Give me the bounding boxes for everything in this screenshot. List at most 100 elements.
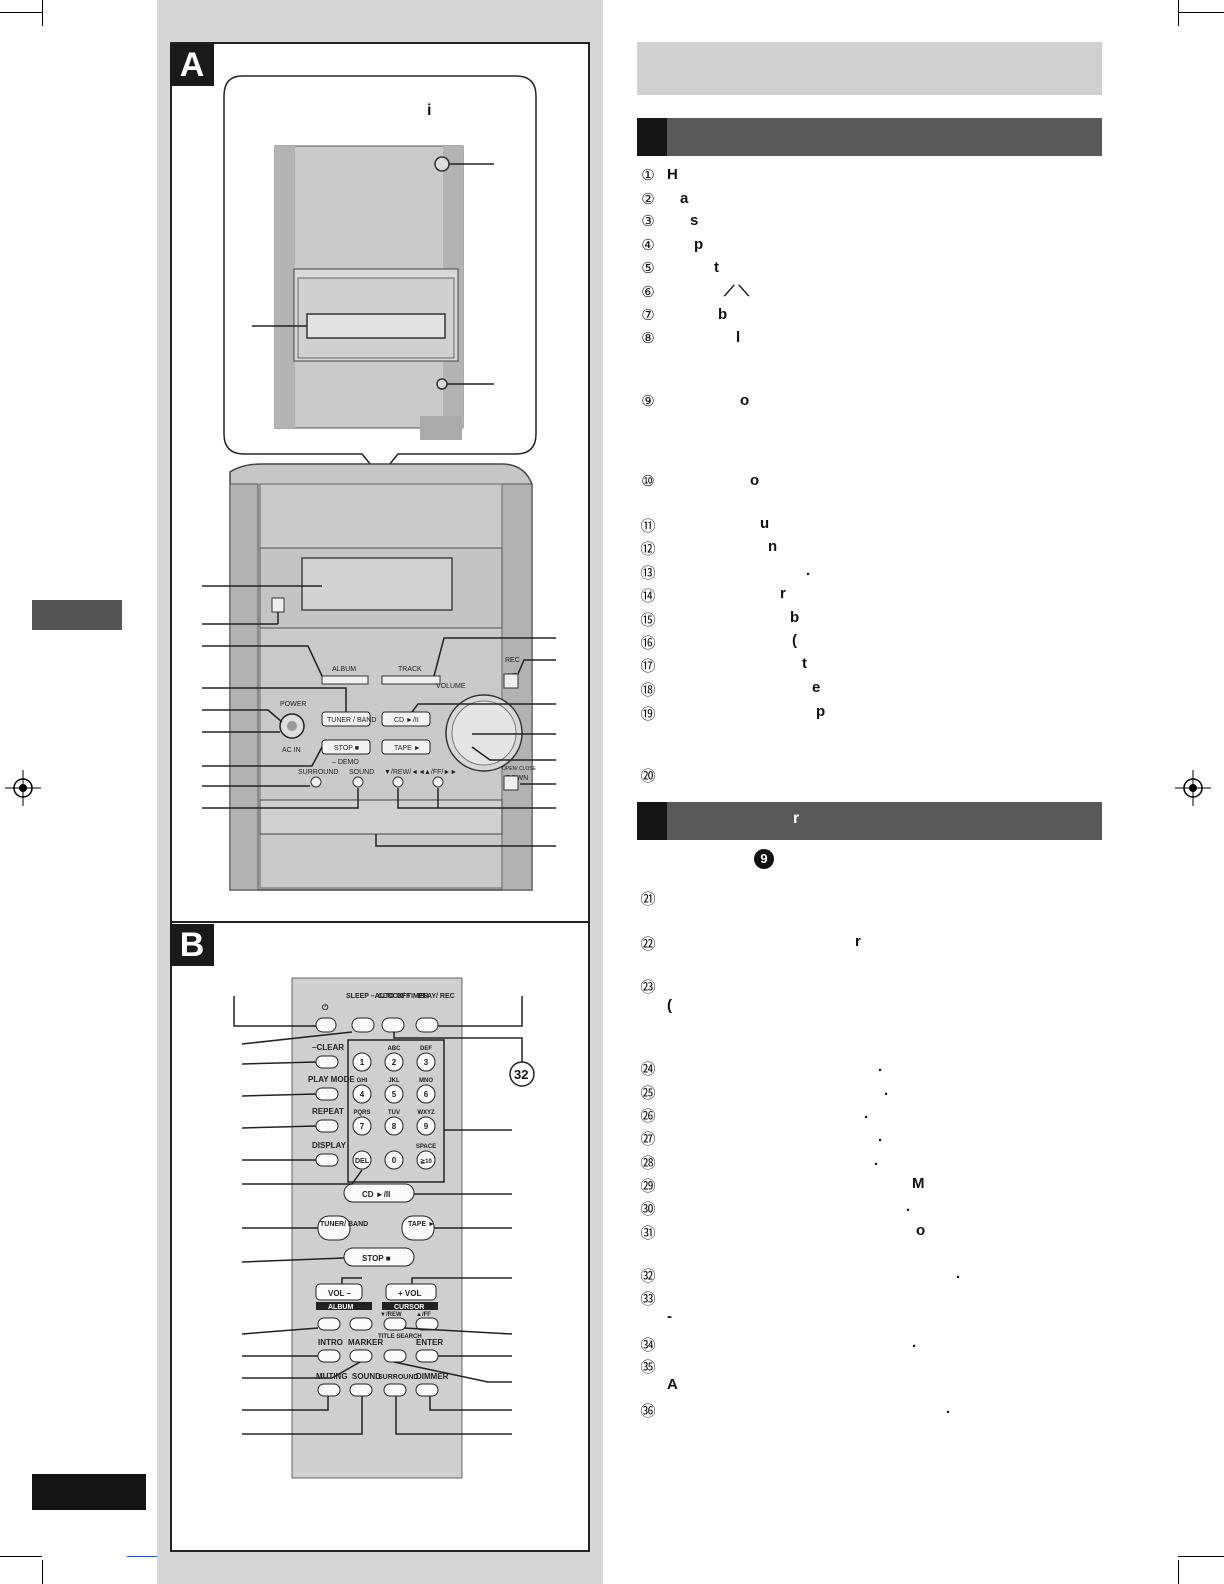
page-title-box xyxy=(637,42,1102,95)
svg-text:TAPE ►: TAPE ► xyxy=(408,1221,435,1228)
tape-play-button xyxy=(381,739,431,755)
keypad-key-label: 5 xyxy=(392,1090,397,1099)
remote-sleep-button xyxy=(351,1017,375,1033)
keypad-key-9[interactable] xyxy=(384,1150,404,1170)
keypad-key-label: ≧10 xyxy=(420,1159,432,1165)
remote-del-button xyxy=(352,1150,372,1170)
sidebar-tab xyxy=(32,600,122,630)
item-text: . xyxy=(912,1334,917,1351)
svg-text:TAPE ►: TAPE ► xyxy=(394,745,421,752)
item-text: . xyxy=(906,1198,911,1215)
item-text: a xyxy=(680,190,689,207)
item-text: o xyxy=(750,472,760,489)
disc-slot xyxy=(306,313,446,339)
svg-text:CURSOR: CURSOR xyxy=(394,1304,424,1311)
item-number: ⑦ xyxy=(641,306,655,324)
remote-intro-button xyxy=(317,1349,341,1363)
svg-text:▼/REW: ▼/REW xyxy=(380,1312,402,1318)
svg-text:SOUND: SOUND xyxy=(349,769,374,776)
keypad-key-4[interactable] xyxy=(384,1084,404,1104)
remote-clear-button xyxy=(315,1055,339,1069)
remote-sound-button xyxy=(349,1383,373,1397)
keypad-key-3[interactable] xyxy=(352,1084,372,1104)
keypad-key-2[interactable] xyxy=(416,1052,436,1072)
item-number: ⑫ xyxy=(640,540,656,558)
svg-text:DEL: DEL xyxy=(355,1158,370,1165)
remote-control-diagram: ⏻ SLEEP –AUTO OFF CLOCK/ TIMER PLAY/ REC… xyxy=(233,977,535,1479)
item-number: ② xyxy=(641,190,655,208)
keypad-key-0[interactable] xyxy=(352,1052,372,1072)
item-text: l xyxy=(736,329,741,346)
svg-text:▼/REW/◄◄: ▼/REW/◄◄ xyxy=(384,769,425,776)
svg-text:VOL –: VOL – xyxy=(328,1289,352,1298)
cursor-bar xyxy=(382,1302,438,1310)
cassette-door xyxy=(259,799,503,835)
keypad-key-8[interactable] xyxy=(416,1116,436,1136)
remote-play-rec-button xyxy=(415,1017,439,1033)
item-number: ⑥ xyxy=(641,283,655,301)
remote-play-mode-button xyxy=(315,1087,339,1101)
section-header-1 xyxy=(637,118,1102,156)
svg-text:AC IN: AC IN xyxy=(282,747,301,754)
svg-text:ENTER: ENTER xyxy=(416,1338,443,1347)
item-text: ( xyxy=(792,632,797,649)
ff-button xyxy=(432,776,444,788)
svg-text:TUNER / BAND: TUNER / BAND xyxy=(327,717,376,724)
svg-text:ALBUM: ALBUM xyxy=(332,666,356,673)
svg-text:SURROUND: SURROUND xyxy=(378,1374,418,1381)
remote-enter-button xyxy=(415,1349,439,1363)
svg-text:TITLE SEARCH: TITLE SEARCH xyxy=(378,1334,422,1340)
keypad-key-label: 3 xyxy=(424,1058,429,1067)
svg-text:STOP ■: STOP ■ xyxy=(334,745,359,752)
keypad-key-label: 8 xyxy=(392,1122,397,1131)
keypad-key-letters: JKL xyxy=(388,1078,400,1084)
item-text: r xyxy=(855,933,861,950)
item-text: r xyxy=(780,585,786,602)
keypad-key-6[interactable] xyxy=(352,1116,372,1136)
keypad-key-letters: MNO xyxy=(419,1078,433,1084)
album-bar xyxy=(316,1302,372,1310)
keypad-key-7[interactable] xyxy=(384,1116,404,1136)
section-header-2: r xyxy=(637,802,1102,840)
cd-play-button xyxy=(381,711,431,727)
item-number: ㉖ xyxy=(640,1107,656,1125)
item-text: t xyxy=(714,259,719,276)
item-text: . xyxy=(884,1082,889,1099)
sound-button xyxy=(352,776,364,788)
remote-stop-button xyxy=(343,1247,415,1267)
remote-muting-button xyxy=(317,1383,341,1397)
item-text: ⟋ ⟍ xyxy=(724,283,750,300)
item-number: ⑮ xyxy=(640,611,656,629)
svg-text:DISPLAY: DISPLAY xyxy=(312,1141,347,1150)
keypad-key-5[interactable] xyxy=(416,1084,436,1104)
remote-vol-minus-button xyxy=(315,1283,363,1301)
svg-text:INTRO: INTRO xyxy=(318,1338,343,1347)
item-number: ㉜ xyxy=(640,1267,656,1285)
svg-text:REC: REC xyxy=(505,657,520,664)
panel-a-tag: A xyxy=(170,44,214,86)
item-text: o xyxy=(740,392,750,409)
svg-text:VOLUME: VOLUME xyxy=(436,683,466,690)
item-text: . xyxy=(874,1152,879,1169)
panel-b-tag: B xyxy=(170,924,214,966)
item-text: . xyxy=(864,1105,869,1122)
section-2-title: r xyxy=(793,810,800,827)
keypad-key-label: 9 xyxy=(424,1122,429,1131)
keypad-key-label: 7 xyxy=(360,1122,365,1131)
keypad-key-10[interactable] xyxy=(416,1150,436,1170)
item-number: ㉝ xyxy=(640,1290,656,1308)
svg-text:SLEEP –AUTO OFF: SLEEP –AUTO OFF xyxy=(346,993,411,1000)
svg-text:CD ►/II: CD ►/II xyxy=(362,1190,390,1199)
svg-text:▲/FF/►►: ▲/FF/►► xyxy=(424,769,457,776)
remote-clock-button xyxy=(381,1017,405,1033)
display-window xyxy=(301,557,453,611)
keypad-key-letters: DEF xyxy=(420,1046,432,1052)
svg-text:ALBUM: ALBUM xyxy=(328,1304,353,1311)
svg-text:DIMMER: DIMMER xyxy=(416,1372,449,1381)
svg-text:SOUND: SOUND xyxy=(352,1372,381,1381)
item-number: ⑬ xyxy=(640,564,656,582)
item-number: ⑱ xyxy=(640,681,656,699)
rec-button xyxy=(503,673,519,689)
keypad-key-1[interactable] xyxy=(384,1052,404,1072)
